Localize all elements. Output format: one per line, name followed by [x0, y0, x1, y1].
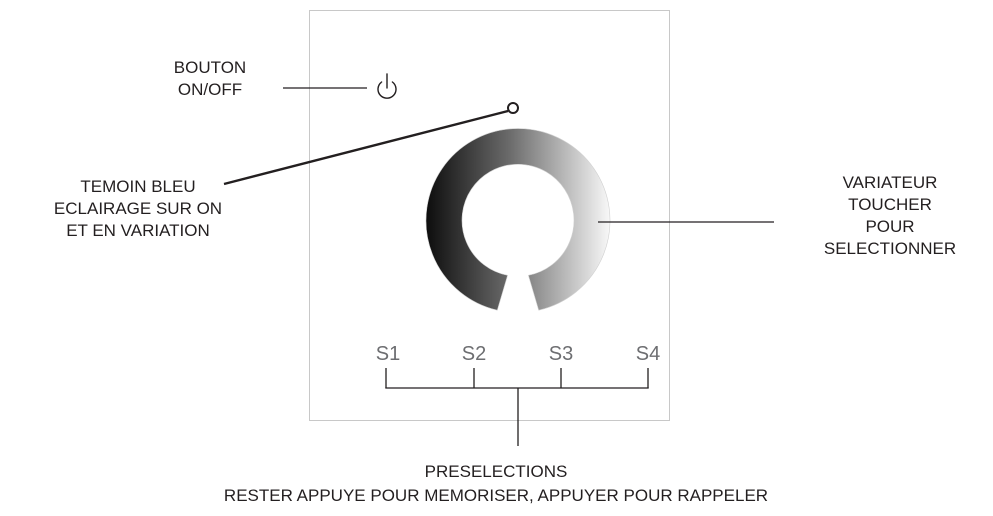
blue-led-callout: TEMOIN BLEU ECLAIRAGE SUR ON ET EN VARIA…	[18, 176, 258, 242]
wall-panel	[309, 10, 670, 421]
dimmer-callout: VARIATEUR TOUCHER POUR SELECTIONNER	[790, 172, 990, 260]
callout-line: POUR	[865, 217, 915, 236]
callout-line: VARIATEUR	[842, 173, 938, 192]
callout-line: SELECTIONNER	[823, 239, 957, 258]
preset-s3-label[interactable]: S3	[549, 343, 573, 365]
preset-s1-label[interactable]: S1	[376, 343, 400, 365]
callout-line: TEMOIN BLEU	[80, 177, 196, 196]
callout-line: ON/OFF	[177, 80, 243, 99]
dimmer-wheel[interactable]	[425, 128, 611, 311]
preset-s2-label[interactable]: S2	[462, 343, 486, 365]
callout-line: BOUTON	[173, 58, 247, 77]
blue-led-indicator	[507, 102, 519, 114]
led-leader-line	[223, 109, 509, 186]
power-icon[interactable]	[377, 73, 397, 99]
callout-line: PRESELECTIONS	[424, 462, 568, 481]
presets-bracket	[385, 368, 649, 446]
callout-line: TOUCHER	[848, 195, 932, 214]
power-button-callout: BOUTON ON/OFF	[145, 57, 275, 101]
callout-line: ET EN VARIATION	[66, 221, 210, 240]
preset-s4-label[interactable]: S4	[636, 343, 660, 365]
callout-line: ECLAIRAGE SUR ON	[53, 199, 223, 218]
callout-line: RESTER APPUYE POUR MEMORISER, APPUYER PO…	[223, 486, 769, 505]
presets-callout: PRESELECTIONS RESTER APPUYE POUR MEMORIS…	[96, 460, 896, 508]
